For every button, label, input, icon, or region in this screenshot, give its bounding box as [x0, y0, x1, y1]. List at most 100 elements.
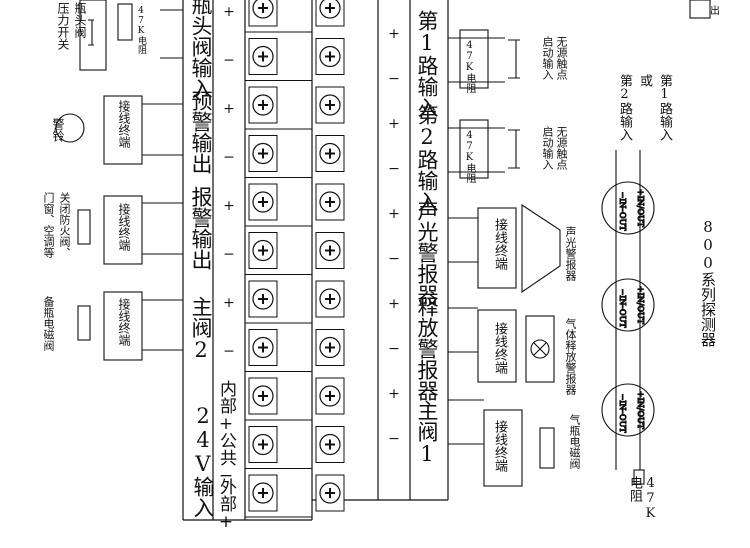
input-2-resistor-box — [459, 119, 489, 179]
right-module-1-box — [477, 207, 517, 289]
eol-resistor-box — [633, 469, 645, 485]
input-2-resistor: 47K电阻 — [464, 130, 475, 183]
terminal-screw-right-0 — [315, 0, 345, 27]
terminal-screw-left-6 — [248, 280, 278, 318]
detector-2: +IN/OUT−IN−OUT — [601, 383, 655, 437]
terminal-screw-right-6 — [315, 280, 345, 318]
left-sign-0: + — [223, 4, 235, 20]
right-terminal-label-2: 声光警报器 — [415, 200, 439, 305]
terminal-screw-right-5 — [315, 232, 345, 269]
terminal-screw-right-9 — [315, 426, 345, 463]
input-1-resistor-box — [459, 29, 489, 89]
detector-0: +IN/OUT−IN−OUT — [601, 181, 655, 235]
left-terminal-label-1: 预警输出 — [189, 90, 213, 174]
svg-text:−IN: −IN — [618, 289, 627, 306]
main-valve-coil — [539, 427, 555, 469]
terminal-screw-left-7 — [248, 329, 278, 366]
detector-group-label: 800系列探测器 — [699, 218, 717, 347]
left-terminal-label-3: 主阀2 — [189, 296, 213, 362]
left-terminal-label-5: 公共− — [216, 432, 236, 486]
alarm-bell-icon — [55, 113, 85, 143]
right-sign-0: + — [388, 26, 400, 42]
terminal-screws: +−+−+−+−+−+−+−+−+− — [223, 0, 400, 518]
left-sign-6: + — [223, 295, 235, 311]
input-1-desc: 无源触点 启动输入 — [541, 36, 568, 80]
terminal-screw-left-10 — [248, 474, 278, 512]
left-module-2-label: 接线终端 — [117, 203, 131, 251]
left-sign-5: − — [223, 247, 235, 263]
right-sign-1: − — [388, 71, 400, 87]
fire-valve-label: 关闭防火阀、 门窗、空调等 — [42, 192, 71, 258]
resistor-47k-box — [117, 3, 133, 41]
terminal-screw-left-2 — [248, 86, 278, 124]
resistor-47k-label: 47K电阻 — [136, 6, 146, 54]
left-module-1-label: 接线终端 — [117, 100, 131, 148]
svg-text:−OUT: −OUT — [618, 407, 627, 433]
pressure-switch-label: 瓶头阀 压力开关 — [56, 2, 87, 50]
release-alarm-label: 气体释放警报器 — [564, 318, 577, 395]
right-sign-6: + — [388, 296, 400, 312]
svg-text:−OUT: −OUT — [618, 205, 627, 231]
right-module-1-label: 接线终端 — [492, 218, 507, 270]
left-terminal-label-0: 瓶头阀输入 — [189, 0, 213, 99]
eol-resistor-label: 47K 电阻 — [627, 476, 658, 521]
detector-input-label: 第1路输入 或 第2路输入 — [617, 74, 672, 141]
pressure-switch-box — [79, 0, 107, 71]
detector-1: +IN/OUT−IN−OUT — [601, 278, 655, 332]
audible-alarm-icon — [521, 203, 561, 294]
left-sign-2: + — [223, 101, 235, 117]
cylinder-valve-label: 备瓶电磁阀 — [42, 296, 55, 351]
right-terminal-label-1: 第2路输入 — [415, 104, 439, 212]
left-terminal-label-4: 内部+ — [216, 380, 236, 434]
release-alarm-icon — [525, 315, 555, 383]
detector-bus — [615, 150, 641, 470]
terminal-screw-left-0 — [248, 0, 278, 27]
input-2-desc: 无源触点 启动输入 — [541, 126, 568, 170]
input-1-contact-icon — [508, 39, 520, 79]
terminal-screw-right-1 — [315, 38, 345, 75]
left-sign-1: − — [223, 53, 235, 69]
right-module-2-label: 接线终端 — [492, 322, 507, 374]
right-terminal-label-3: 释放警报器 — [415, 296, 439, 401]
terminal-screw-right-2 — [315, 86, 345, 124]
right-module-2-box — [477, 309, 517, 383]
terminal-screw-right-4 — [315, 183, 345, 221]
terminal-block — [182, 0, 449, 521]
right-module-3-box — [483, 409, 523, 487]
right-sign-4: + — [388, 206, 400, 222]
terminal-screw-right-10 — [315, 474, 345, 512]
fire-valve-coil — [77, 209, 91, 245]
left-module-2-box — [103, 195, 143, 265]
right-sign-3: − — [388, 161, 400, 177]
left-module-3-label: 接线终端 — [117, 298, 131, 346]
left-sign-4: + — [223, 198, 235, 214]
cylinder-valve-coil — [77, 305, 91, 341]
terminal-screw-right-8 — [315, 377, 345, 415]
terminal-screw-right-7 — [315, 329, 345, 366]
wires: +IN/OUT−IN−OUT +IN/OUT−IN−OUT +IN/OUT−IN−O… — [55, 0, 711, 487]
power-group-label: 24V输入 — [191, 404, 215, 518]
input-1-resistor: 47K电阻 — [464, 40, 475, 93]
left-terminal-label-6: 外部+ — [216, 478, 236, 532]
main-valve-label: 气瓶电磁阀 — [568, 414, 581, 469]
svg-text:−IN: −IN — [618, 394, 627, 411]
terminal-screw-left-4 — [248, 183, 278, 221]
terminal-screw-left-9 — [248, 426, 278, 463]
svg-text:−OUT: −OUT — [618, 302, 627, 328]
input-2-contact-icon — [508, 129, 520, 169]
terminal-screw-left-1 — [248, 38, 278, 75]
audible-alarm-label: 声光警报器 — [564, 226, 577, 281]
right-sign-8: + — [388, 386, 400, 402]
right-sign-9: − — [388, 431, 400, 447]
top-right-icon: 出 — [710, 6, 720, 17]
left-terminal-label-2: 报警输出 — [189, 186, 213, 270]
left-module-1-box — [103, 95, 143, 165]
svg-text:−IN: −IN — [618, 192, 627, 209]
terminal-screw-left-3 — [248, 135, 278, 172]
top-right-box — [689, 0, 711, 19]
alarm-bell-label: 警铃 — [51, 118, 65, 142]
right-terminal-label-0: 第1路输入 — [415, 10, 439, 118]
right-terminal-label-4: 主阀1 — [415, 400, 439, 466]
terminal-screw-left-8 — [248, 377, 278, 415]
right-sign-2: + — [388, 116, 400, 132]
